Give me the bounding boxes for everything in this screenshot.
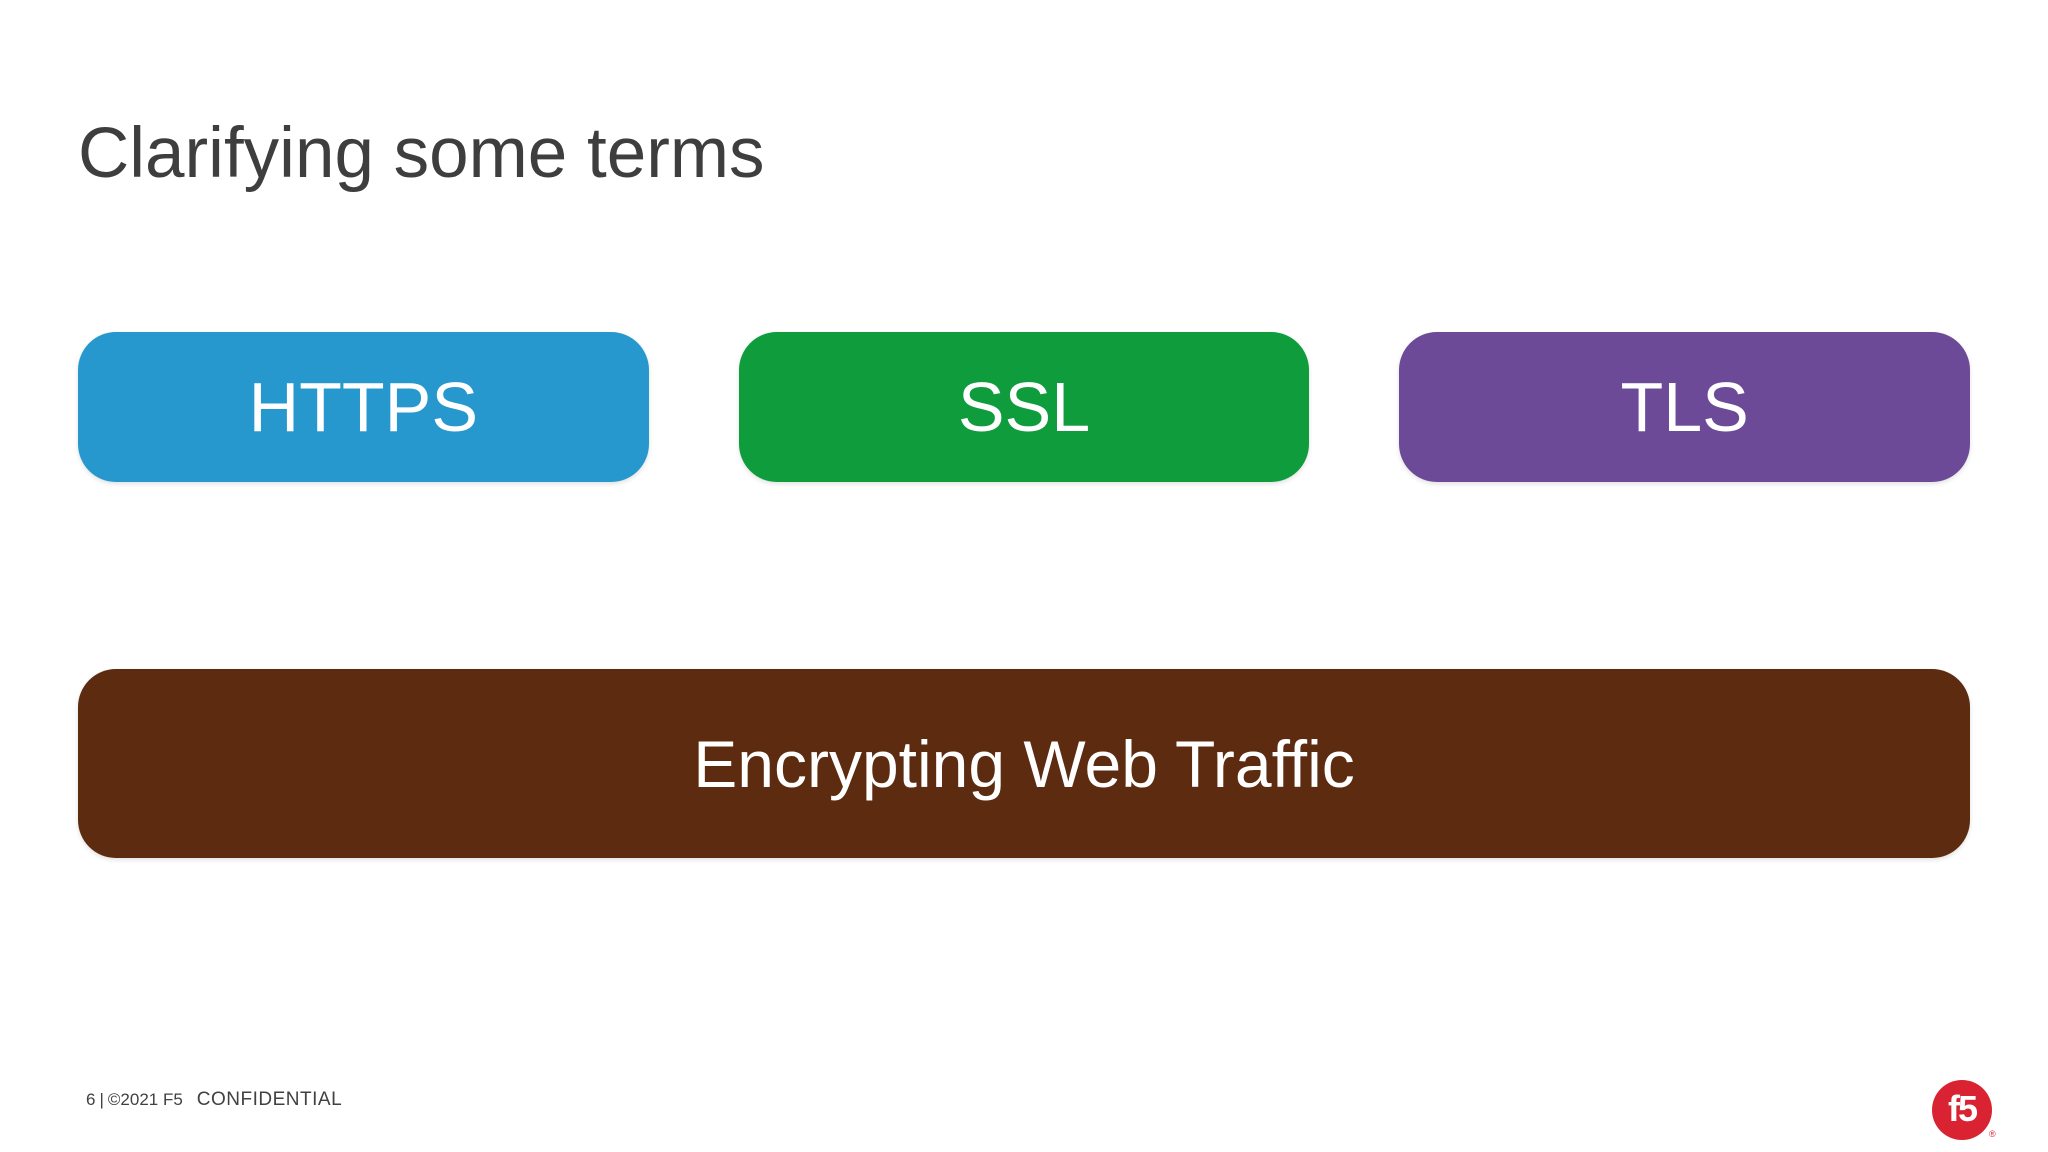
banner-encrypting-web-traffic: Encrypting Web Traffic [78,669,1970,858]
slide-title: Clarifying some terms [78,114,765,193]
copyright-text: ©2021 F5 [107,1090,183,1109]
f5-logo: f5 [1932,1080,1992,1140]
term-box-https: HTTPS [78,332,649,482]
confidential-label: CONFIDENTIAL [196,1089,343,1110]
term-box-ssl: SSL [738,332,1310,482]
footer-separator: | [99,1090,104,1109]
terms-row: HTTPS SSL TLS [78,332,1971,482]
term-box-tls: TLS [1399,332,1971,482]
registered-trademark-icon: ® [1989,1129,1996,1139]
page-number: 6 [86,1090,96,1109]
slide-footer: 6|©2021 F5 CONFIDENTIAL [86,1089,342,1111]
